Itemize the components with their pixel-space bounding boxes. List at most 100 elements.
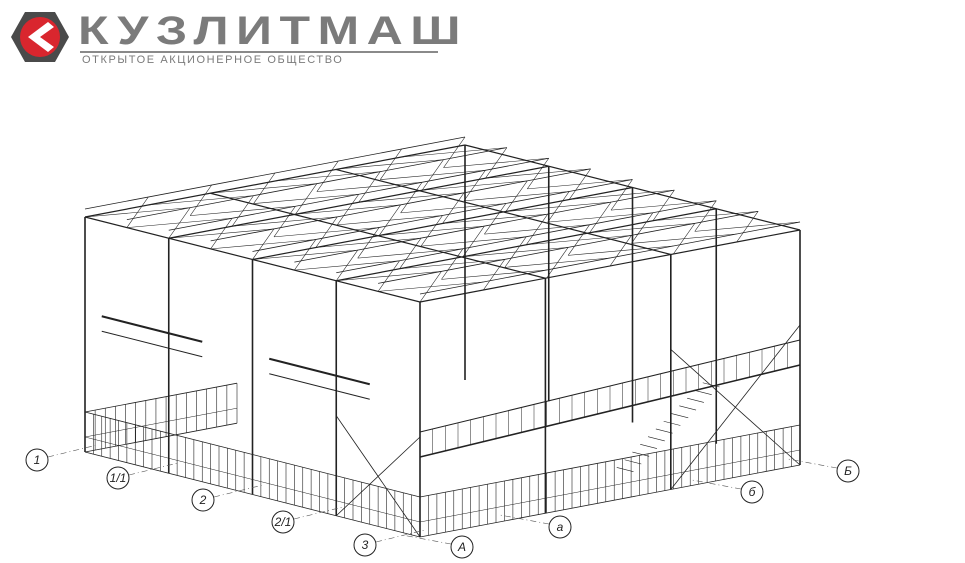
truss-diagonal bbox=[420, 215, 443, 247]
axis-bubble bbox=[271, 510, 295, 534]
logo-divider bbox=[80, 51, 438, 53]
axis-label: 2 bbox=[199, 493, 207, 507]
logo-subtitle: ОТКРЫТОЕ АКЦИОНЕРНОЕ ОБЩЕСТВО bbox=[82, 54, 344, 66]
truss-diagonal bbox=[610, 179, 633, 211]
truss-diagonal bbox=[485, 147, 508, 179]
axis-label: а bbox=[557, 520, 564, 534]
axis-label: б bbox=[749, 485, 757, 499]
truss-diagonal bbox=[505, 180, 528, 212]
truss-diagonal bbox=[315, 216, 338, 248]
axis-bubble bbox=[106, 466, 130, 490]
stair-step bbox=[647, 436, 665, 442]
truss-diagonal bbox=[295, 183, 318, 215]
axis-label: А bbox=[457, 540, 466, 554]
truss-diagonal bbox=[273, 206, 296, 238]
axis-label: 1/1 bbox=[110, 471, 127, 485]
truss-diagonal bbox=[294, 239, 317, 271]
grid-axes: 1 1/1 2 2/1 3 Аа б Б bbox=[25, 444, 860, 559]
axis-bubble bbox=[353, 533, 377, 557]
stair-step bbox=[687, 397, 704, 403]
truss-diagonal bbox=[504, 236, 527, 268]
truss-diagonal bbox=[463, 170, 486, 202]
truss-diagonal bbox=[652, 189, 675, 221]
truss-diagonal bbox=[399, 237, 422, 269]
fence-base bbox=[419, 464, 801, 538]
truss-diagonal bbox=[547, 191, 570, 223]
truss-diagonal bbox=[379, 148, 402, 180]
axis-bubble bbox=[836, 459, 860, 483]
truss-diagonal bbox=[336, 249, 358, 281]
truss-diagonal bbox=[252, 228, 275, 260]
truss-diagonal bbox=[609, 235, 632, 267]
fence-rail bbox=[84, 382, 238, 413]
fence-rail bbox=[419, 449, 801, 523]
stair-step bbox=[624, 459, 642, 465]
truss-diagonal bbox=[168, 207, 191, 239]
crane-beam bbox=[269, 373, 370, 400]
truss-diagonal bbox=[378, 204, 401, 236]
truss-diagonal bbox=[568, 168, 591, 200]
roof-beam bbox=[210, 192, 546, 279]
axis-marker-left: 2/1 bbox=[271, 506, 344, 534]
truss-diagonal bbox=[589, 201, 612, 233]
axis-marker-right: б bbox=[691, 479, 764, 504]
stair-step bbox=[694, 390, 712, 395]
stair-step bbox=[679, 405, 697, 411]
truss-diagonal bbox=[377, 260, 400, 292]
truss-diagonal bbox=[400, 182, 423, 214]
axis-marker-left: 3 bbox=[353, 529, 426, 557]
axis-marker-left: 1 bbox=[25, 444, 98, 472]
axis-bubble bbox=[191, 488, 215, 512]
bracing bbox=[335, 415, 421, 538]
axis-marker-right: а bbox=[499, 514, 572, 539]
crane-beam bbox=[101, 330, 203, 358]
railing-top bbox=[419, 339, 801, 433]
truss-diagonal bbox=[231, 195, 254, 227]
axis-label: 3 bbox=[362, 538, 369, 552]
fence-rail bbox=[84, 407, 238, 438]
stair-step bbox=[663, 420, 681, 426]
fence-base bbox=[84, 451, 421, 538]
truss-diagonal bbox=[189, 184, 212, 216]
truss-diagonal bbox=[316, 160, 339, 192]
crane-beam bbox=[101, 315, 203, 343]
truss-diagonal bbox=[357, 227, 380, 259]
logo-name: КУЗЛИТМАШ bbox=[78, 9, 469, 53]
truss-diagonal bbox=[484, 203, 507, 235]
stair-step bbox=[702, 382, 720, 388]
stair-step bbox=[655, 428, 673, 434]
truss-diagonal bbox=[419, 271, 442, 303]
axis-marker-right: А bbox=[401, 534, 474, 559]
stair-step bbox=[640, 444, 658, 449]
truss-diagonal bbox=[126, 196, 149, 228]
company-logo: КУЗЛИТМАШ ОТКРЫТОЕ АКЦИОНЕРНОЕ ОБЩЕСТВО bbox=[10, 10, 461, 66]
truss-diagonal bbox=[358, 171, 381, 203]
logo-emblem-icon bbox=[11, 12, 69, 62]
axis-marker-right: Б bbox=[787, 458, 860, 483]
axis-label: Б bbox=[844, 464, 852, 478]
truss-diagonal bbox=[421, 159, 444, 191]
bracing bbox=[670, 349, 801, 466]
truss-diagonal bbox=[526, 213, 548, 245]
truss-diagonal bbox=[527, 158, 549, 190]
axis-bubble bbox=[740, 480, 764, 504]
truss-diagonal bbox=[441, 248, 464, 280]
truss-diagonal bbox=[442, 192, 465, 224]
truss-diagonal bbox=[567, 224, 590, 256]
fence-rail bbox=[84, 436, 421, 523]
fence-rail bbox=[419, 424, 801, 498]
truss-diagonal bbox=[483, 259, 506, 291]
truss-diagonal bbox=[443, 136, 466, 168]
stair-step bbox=[616, 467, 634, 472]
truss-diagonal bbox=[546, 247, 569, 279]
steel-frame bbox=[84, 136, 801, 538]
truss-diagonal bbox=[253, 172, 276, 204]
truss-diagonal bbox=[462, 225, 485, 257]
axis-label: 1 bbox=[34, 453, 41, 467]
crane-beam bbox=[269, 357, 370, 386]
stair-step bbox=[632, 451, 650, 457]
axis-marker-left: 2 bbox=[191, 484, 264, 512]
axis-marker-left: 1/1 bbox=[106, 462, 179, 490]
truss-diagonal bbox=[631, 212, 654, 244]
